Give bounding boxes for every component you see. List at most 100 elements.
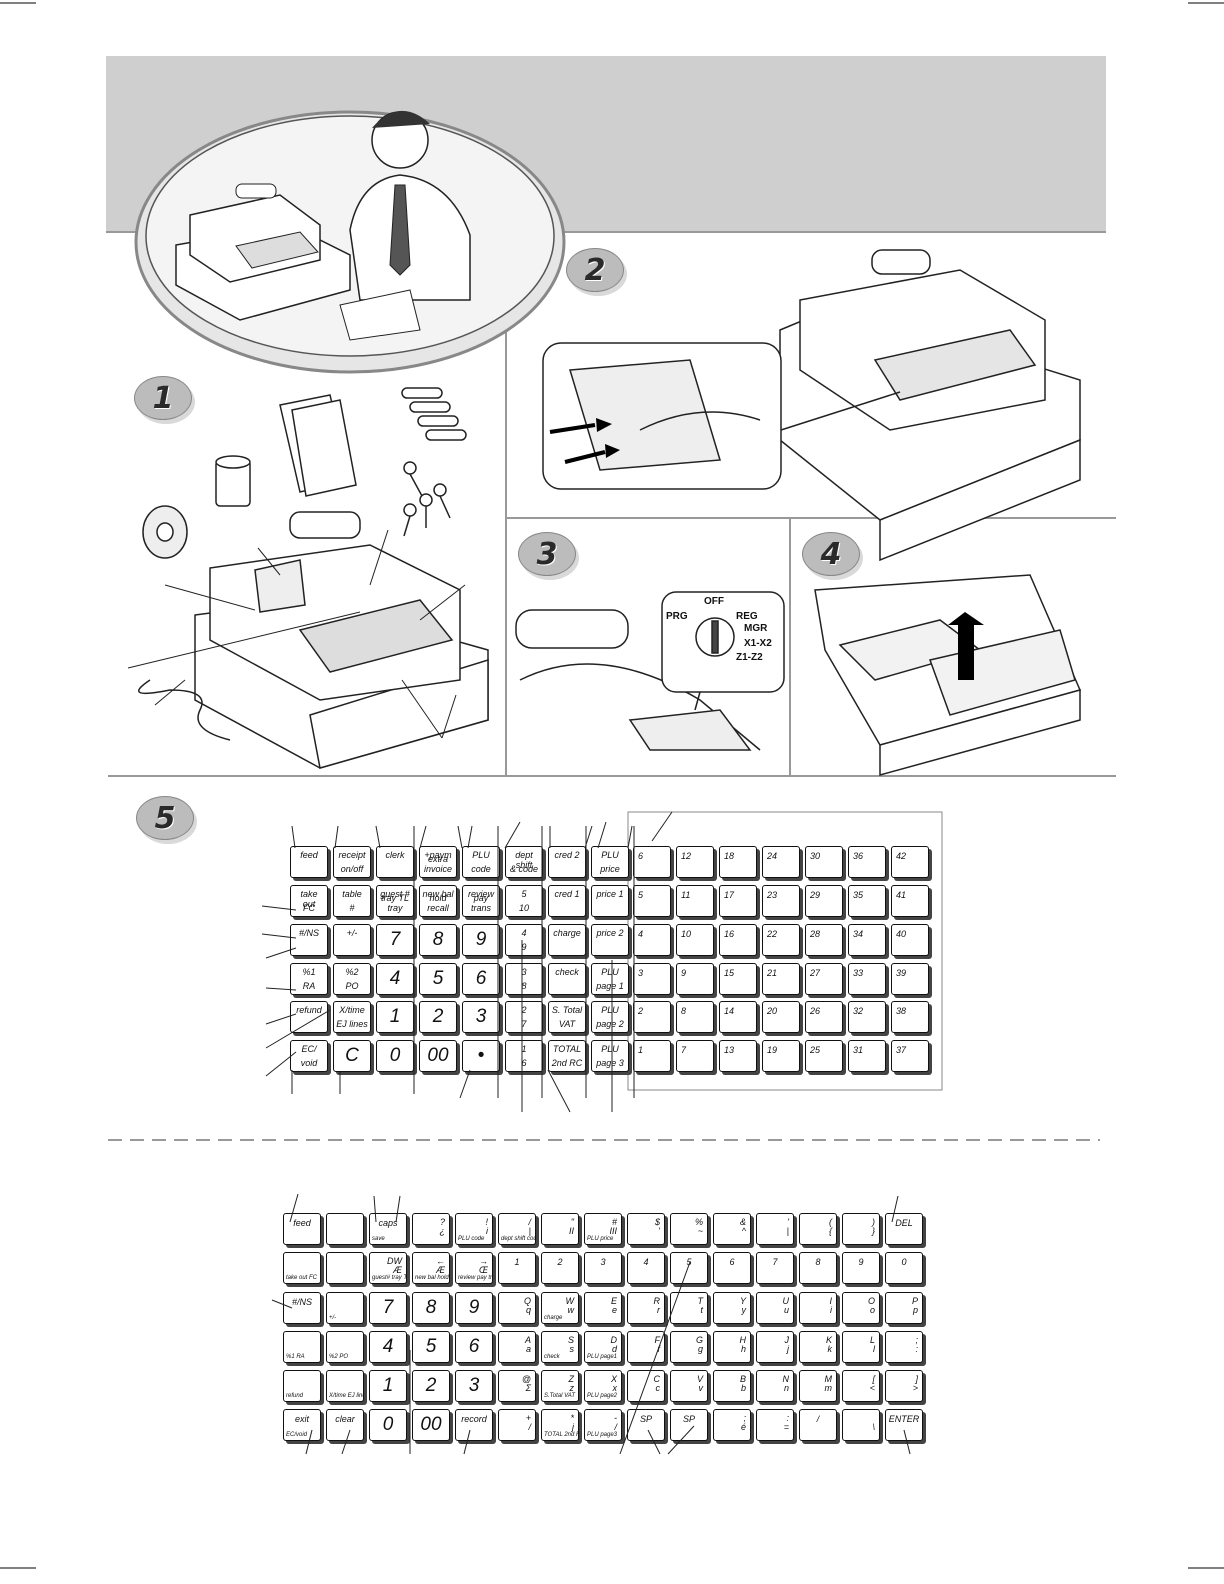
- alpha-key[interactable]: 7: [756, 1252, 794, 1284]
- alpha-key[interactable]: /|dept shift code: [498, 1213, 536, 1245]
- alpha-key[interactable]: +/: [498, 1409, 536, 1441]
- alpha-key[interactable]: ;é: [713, 1409, 751, 1441]
- alpha-key[interactable]: X/time EJ lines: [326, 1370, 364, 1402]
- alpha-key[interactable]: ({: [799, 1213, 837, 1245]
- alpha-key[interactable]: &^: [713, 1213, 751, 1245]
- alpha-key[interactable]: %1 RA: [283, 1331, 321, 1363]
- key-dept-shift[interactable]: dept shift& code: [505, 846, 543, 878]
- alpha-key[interactable]: 5: [670, 1252, 708, 1284]
- alpha-key[interactable]: 1: [369, 1370, 407, 1402]
- numeric-key[interactable]: 1: [376, 1001, 414, 1033]
- alpha-key[interactable]: 9: [455, 1292, 493, 1324]
- alpha-key[interactable]: 0: [369, 1409, 407, 1441]
- key-feed[interactable]: feed: [290, 846, 328, 878]
- alpha-key[interactable]: 4: [369, 1331, 407, 1363]
- alpha-key[interactable]: %2 PO: [326, 1331, 364, 1363]
- alpha-key[interactable]: ENTER: [885, 1409, 923, 1441]
- plu-key[interactable]: 24: [762, 846, 800, 878]
- key-plusminus[interactable]: +/-: [333, 924, 371, 956]
- alpha-key[interactable]: '|: [756, 1213, 794, 1245]
- alpha-key[interactable]: +/-: [326, 1292, 364, 1324]
- plu-key[interactable]: 35: [848, 885, 886, 917]
- key-price2[interactable]: price 2: [591, 924, 629, 956]
- plu-key[interactable]: 25: [805, 1040, 843, 1072]
- alpha-key[interactable]: DEL: [885, 1213, 923, 1245]
- alpha-key[interactable]: 2: [412, 1370, 450, 1402]
- key-charge[interactable]: charge: [548, 924, 586, 956]
- plu-key[interactable]: 41: [891, 885, 929, 917]
- numeric-key[interactable]: 00: [419, 1040, 457, 1072]
- numeric-key[interactable]: 9: [462, 924, 500, 956]
- plu-key[interactable]: 21: [762, 963, 800, 995]
- plu-key[interactable]: 23: [762, 885, 800, 917]
- alpha-key[interactable]: 4: [627, 1252, 665, 1284]
- plu-key[interactable]: 38: [891, 1001, 929, 1033]
- numeric-key[interactable]: 3: [462, 1001, 500, 1033]
- key-check[interactable]: check: [548, 963, 586, 995]
- plu-key[interactable]: 9: [676, 963, 714, 995]
- alpha-key[interactable]: 3: [455, 1370, 493, 1402]
- numeric-key[interactable]: 5: [419, 963, 457, 995]
- alpha-key[interactable]: 1: [498, 1252, 536, 1284]
- plu-key[interactable]: 12: [676, 846, 714, 878]
- plu-key[interactable]: 3: [633, 963, 671, 995]
- alpha-key[interactable]: 8: [412, 1292, 450, 1324]
- alpha-key[interactable]: \: [842, 1409, 880, 1441]
- plu-key[interactable]: 27: [805, 963, 843, 995]
- plu-key[interactable]: 39: [891, 963, 929, 995]
- plu-key[interactable]: 34: [848, 924, 886, 956]
- alpha-key[interactable]: SP: [627, 1409, 665, 1441]
- key-ec-void[interactable]: EC/void: [290, 1040, 328, 1072]
- alpha-key[interactable]: 5: [412, 1331, 450, 1363]
- plu-key[interactable]: 17: [719, 885, 757, 917]
- alpha-key[interactable]: %~: [670, 1213, 708, 1245]
- plu-key[interactable]: 33: [848, 963, 886, 995]
- numeric-key[interactable]: 8: [419, 924, 457, 956]
- numeric-key[interactable]: 2: [419, 1001, 457, 1033]
- alpha-key[interactable]: [326, 1252, 364, 1284]
- plu-key[interactable]: 19: [762, 1040, 800, 1072]
- alpha-key[interactable]: 8: [799, 1252, 837, 1284]
- alpha-key[interactable]: [326, 1213, 364, 1245]
- plu-key[interactable]: 30: [805, 846, 843, 878]
- alpha-key[interactable]: $': [627, 1213, 665, 1245]
- key-clear[interactable]: C: [333, 1040, 371, 1072]
- alpha-key[interactable]: take out FC: [283, 1252, 321, 1284]
- plu-key[interactable]: 10: [676, 924, 714, 956]
- alpha-key[interactable]: @Σ: [498, 1370, 536, 1402]
- plu-key[interactable]: 40: [891, 924, 929, 956]
- alpha-key[interactable]: SP: [670, 1409, 708, 1441]
